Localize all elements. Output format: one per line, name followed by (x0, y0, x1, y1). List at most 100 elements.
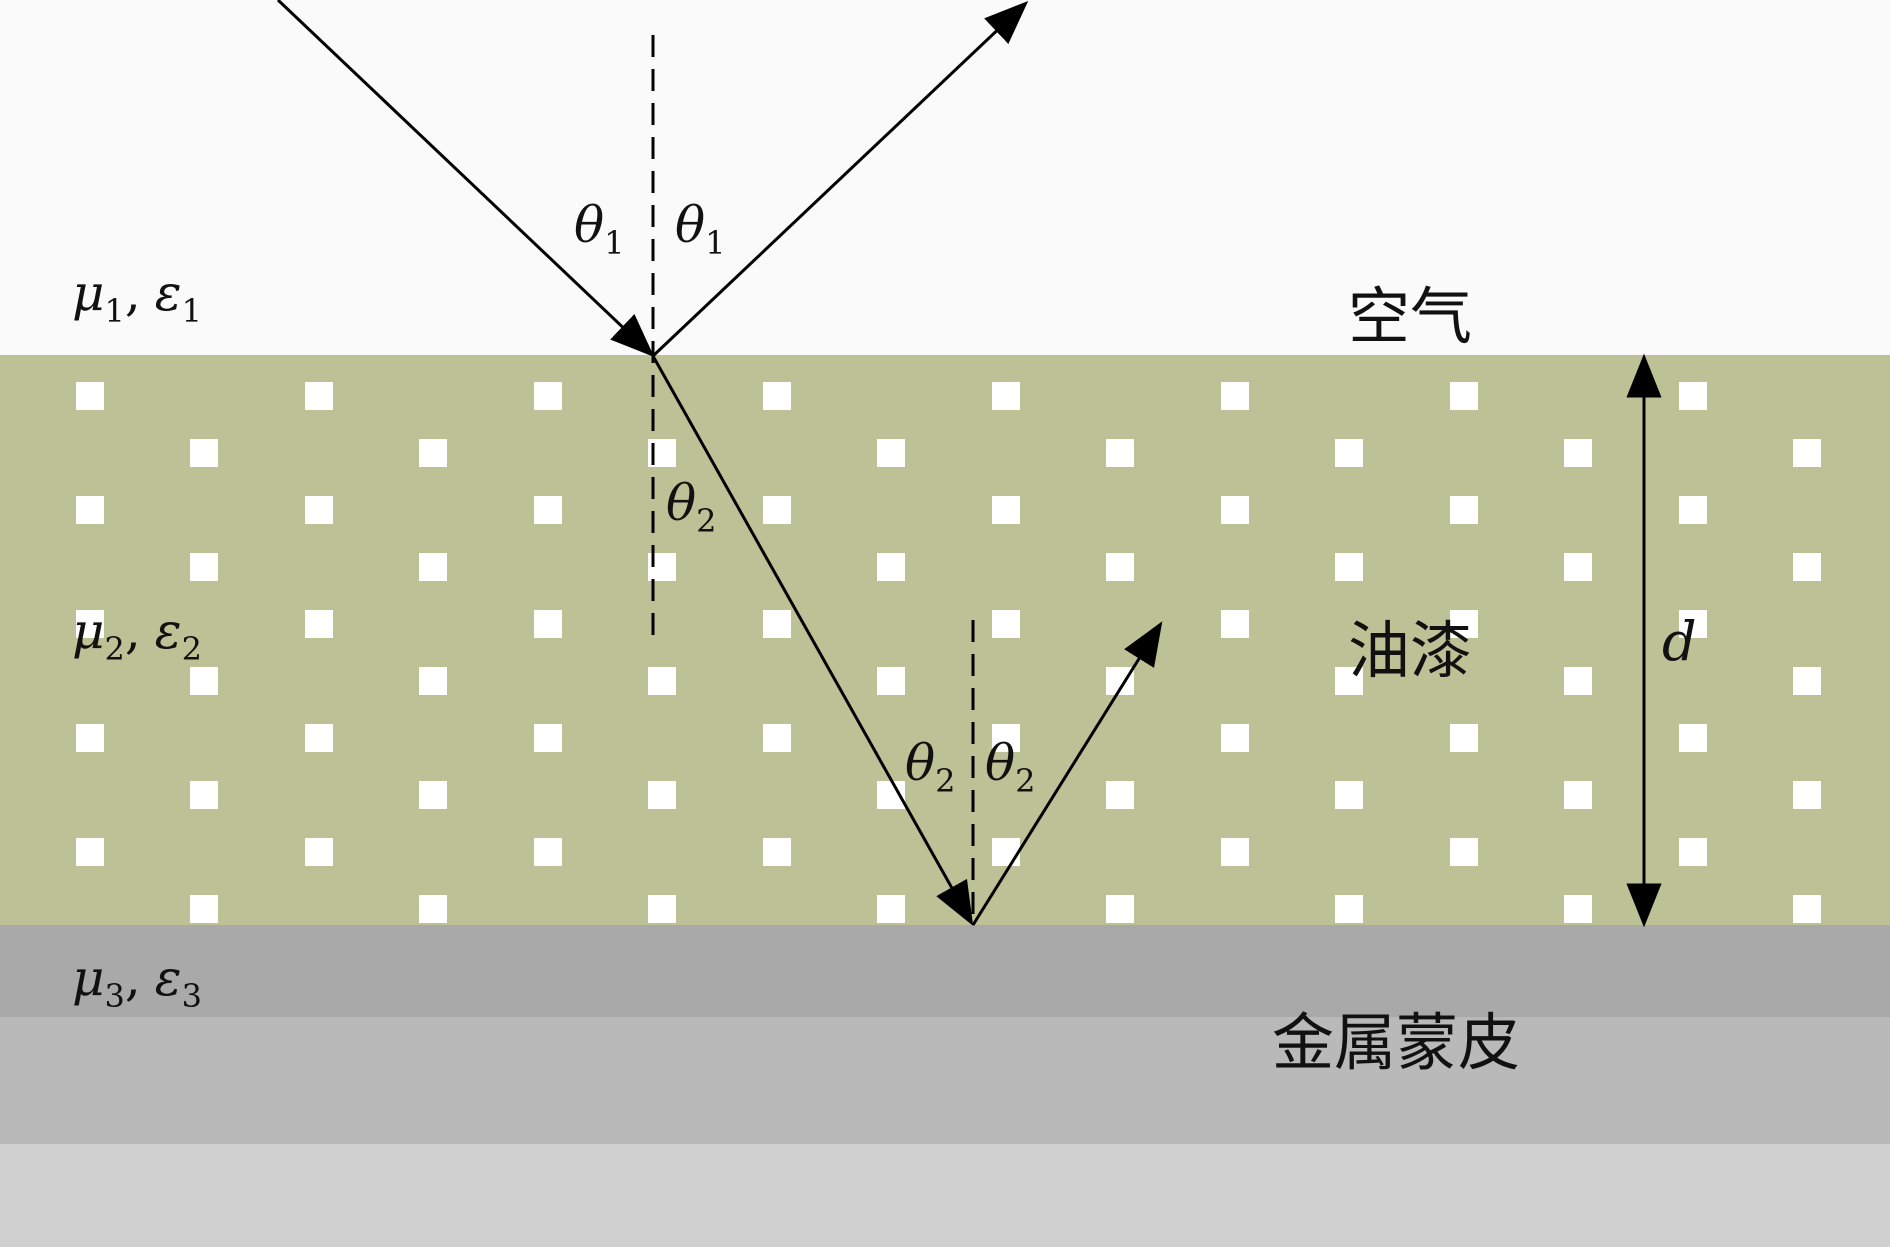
paint-dot (1221, 496, 1249, 524)
paint-dot (1564, 781, 1592, 809)
paint-dot (190, 667, 218, 695)
metal-skin-layer (0, 925, 1890, 1017)
paint-dot (190, 553, 218, 581)
paint-layer (0, 355, 1890, 925)
theta2-refracted-label: θ2 (666, 474, 716, 540)
paint-dot (1679, 724, 1707, 752)
paint-dot (648, 781, 676, 809)
paint-dot (1793, 781, 1821, 809)
paint-dot (419, 781, 447, 809)
refracted-ray (651, 355, 974, 926)
paint-dot (305, 496, 333, 524)
paint-dot (763, 496, 791, 524)
paint-dot (534, 724, 562, 752)
paint-dot (992, 610, 1020, 638)
paint-dot (1564, 553, 1592, 581)
paint-dot (1221, 838, 1249, 866)
paint-dot (1335, 439, 1363, 467)
paint-dot (190, 781, 218, 809)
paint-dot (1106, 553, 1134, 581)
metal-params-label: μ3,ε3 (72, 949, 202, 1015)
paint-dot (534, 496, 562, 524)
metal-name-label: 金属蒙皮 (1272, 1006, 1520, 1079)
reflected-ray-top (651, 0, 1029, 358)
paint-dot (763, 610, 791, 638)
paint-dot (1335, 667, 1363, 695)
paint-dot (1564, 439, 1592, 467)
paint-dot (419, 439, 447, 467)
paint-dot (1450, 382, 1478, 410)
paint-dot (763, 838, 791, 866)
air-name-label: 空气 (1348, 280, 1472, 353)
paint-dot (1221, 382, 1249, 410)
paint-dot (1335, 781, 1363, 809)
paint-dot (1450, 496, 1478, 524)
paint-dot (992, 382, 1020, 410)
paint-dot (1679, 382, 1707, 410)
paint-dot-pattern (76, 382, 1821, 923)
paint-dot (76, 382, 104, 410)
paint-dot (648, 895, 676, 923)
paint-dot (877, 895, 905, 923)
theta2-reflected-bottom-label: θ2 (985, 734, 1035, 800)
paint-dot (419, 553, 447, 581)
paint-dot (1106, 439, 1134, 467)
paint-dot (76, 496, 104, 524)
paint-dot (190, 439, 218, 467)
paint-dot (1450, 838, 1478, 866)
paint-params-label: μ2,ε2 (72, 602, 202, 668)
paint-dot (76, 610, 104, 638)
paint-dot (534, 838, 562, 866)
reflected-ray-bottom (971, 621, 1163, 926)
paint-dot (877, 439, 905, 467)
paint-dot (992, 496, 1020, 524)
paint-dot (763, 382, 791, 410)
paint-dot (1679, 838, 1707, 866)
thickness-label: d (1662, 610, 1697, 673)
paint-dot (877, 667, 905, 695)
paint-dot (534, 382, 562, 410)
paint-dot (305, 382, 333, 410)
paint-dot (1450, 724, 1478, 752)
paint-dot (1335, 553, 1363, 581)
paint-dot (1564, 895, 1592, 923)
paint-dot (1564, 667, 1592, 695)
paint-dot (76, 724, 104, 752)
paint-dot (305, 724, 333, 752)
paint-dot (1679, 496, 1707, 524)
theta1-reflected-label: θ1 (675, 196, 725, 262)
paint-dot (1793, 553, 1821, 581)
paint-dot (877, 553, 905, 581)
paint-dot (76, 838, 104, 866)
paint-dot (992, 838, 1020, 866)
paint-dot (1106, 895, 1134, 923)
paint-dot (992, 724, 1020, 752)
paint-dot (419, 667, 447, 695)
metal-bottom-layer (0, 1144, 1890, 1247)
air-layer (0, 0, 1890, 355)
paint-dot (305, 610, 333, 638)
paint-dot (1335, 895, 1363, 923)
paint-dot (190, 895, 218, 923)
paint-dot (1221, 724, 1249, 752)
paint-dot (1793, 667, 1821, 695)
paint-dot (763, 724, 791, 752)
paint-dot (419, 895, 447, 923)
theta2-incident-bottom-label: θ2 (905, 734, 955, 800)
incident-ray (276, 0, 655, 358)
paint-dot (648, 667, 676, 695)
theta1-incident-label: θ1 (574, 196, 624, 262)
paint-name-label: 油漆 (1348, 614, 1472, 687)
metal-middle-layer (0, 1017, 1890, 1144)
paint-dot (1450, 610, 1478, 638)
paint-dot (1221, 610, 1249, 638)
air-params-label: μ1,ε1 (72, 264, 202, 330)
paint-dot (1793, 895, 1821, 923)
paint-dot (1793, 439, 1821, 467)
paint-dot (305, 838, 333, 866)
paint-dot (1106, 781, 1134, 809)
paint-dot (1679, 610, 1707, 638)
paint-dot (534, 610, 562, 638)
